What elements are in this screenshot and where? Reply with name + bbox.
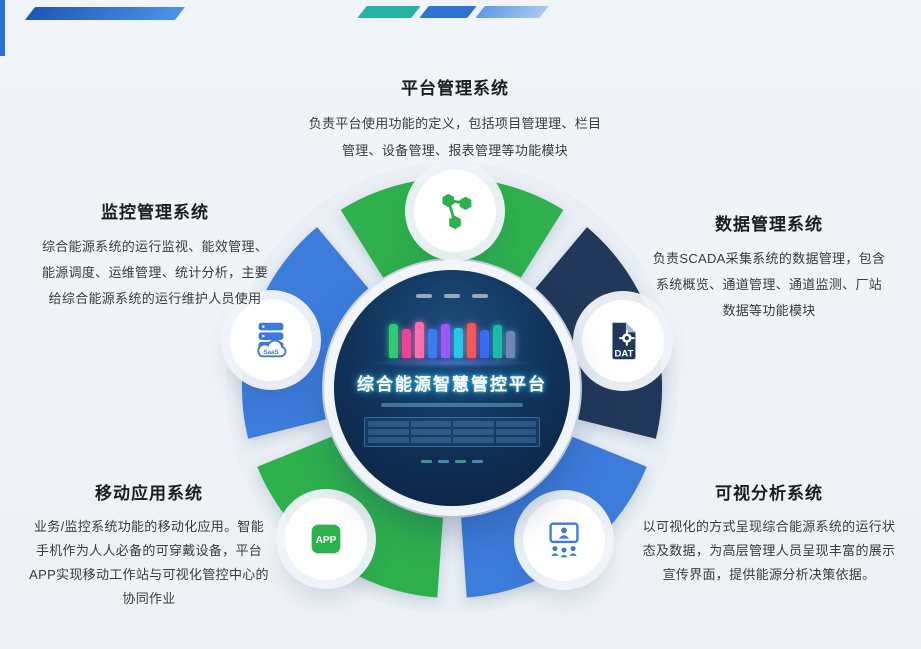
platform-title: 综合能源智慧管控平台 [357, 375, 547, 394]
system-description-monitor: 综合能源系统的运行监视、能效管理、能源调度、运维管理、统计分析，主要给综合能源系… [41, 239, 269, 306]
dashboard-bar [428, 329, 437, 358]
system-description-visual: 以可视化的方式呈现综合能源系统的运行状态及数据，为高层管理人员呈现丰富的展示宣传… [642, 519, 896, 582]
system-block-monitor: 监控管理系统 综合能源系统的运行监视、能效管理、能源调度、运维管理、统计分析，主… [36, 198, 274, 312]
dashboard-bars [334, 316, 570, 358]
system-title-platform: 平台管理系统 [401, 79, 509, 98]
left-edge-accent-bar [0, 0, 5, 56]
system-block-visual: 可视分析系统 以可视化的方式呈现综合能源系统的运行状态及数据，为高层管理人员呈现… [642, 479, 896, 587]
system-description-data: 负责SCADA采集系统的数据管理，包含系统概览、通道管理、通道监测、厂站数据等功… [652, 251, 886, 318]
mobile-icon-badge: APP [285, 498, 367, 580]
gear-icon [619, 330, 635, 346]
header-decor-bar-teal [357, 6, 421, 18]
saas-label: SaaS [263, 349, 278, 356]
saas-server-icon: SaaS [257, 322, 287, 358]
dashboard-bar [480, 330, 489, 358]
dat-label: DAT [614, 348, 633, 359]
header-decor-bar-light [475, 6, 549, 18]
dashboard-glow [370, 358, 534, 368]
system-block-mobile: 移动应用系统 业务/监控系统功能的移动化应用。智能手机作为人人必备的可穿戴设备，… [28, 479, 270, 611]
monitor-icon-badge: SaaS [230, 299, 312, 381]
system-block-data: 数据管理系统 负责SCADA采集系统的数据管理，包含系统概览、通道管理、通道监测… [650, 210, 888, 324]
dashboard-caption-line [381, 403, 523, 407]
dashboard-bar [506, 331, 515, 358]
dashboard-bar [454, 328, 463, 358]
system-description-platform: 负责平台使用功能的定义，包括项目管理理、栏目管理、设备管理、报表管理等功能模块 [308, 116, 602, 158]
dashboard-mini-table [364, 417, 540, 447]
visual-icon-badge [523, 499, 605, 581]
platform-icon-badge [414, 170, 496, 252]
dashboard-nav-marks [334, 294, 570, 298]
system-title-mobile: 移动应用系统 [95, 484, 203, 503]
app-icon: APP [311, 524, 341, 554]
system-description-mobile: 业务/监控系统功能的移动化应用。智能手机作为人人必备的可穿戴设备，平台APP实现… [29, 519, 269, 606]
dat-file-icon: DAT [612, 322, 636, 359]
dashboard-bar [402, 329, 411, 358]
system-title-monitor: 监控管理系统 [101, 203, 209, 222]
dashboard-bar [493, 325, 502, 358]
central-dashboard: 综合能源智慧管控平台 [334, 270, 570, 506]
dashboard-bar [389, 324, 398, 358]
system-title-visual: 可视分析系统 [715, 484, 823, 503]
presentation-icon [549, 522, 579, 558]
app-label: APP [316, 535, 337, 546]
cloud-icon [257, 339, 287, 358]
dashboard-bar [441, 324, 450, 358]
system-title-data: 数据管理系统 [715, 215, 823, 234]
data-icon-badge: DAT [582, 300, 664, 382]
dashboard-tick-row [334, 460, 570, 463]
system-block-platform: 平台管理系统 负责平台使用功能的定义，包括项目管理理、栏目管理、设备管理、报表管… [305, 74, 605, 164]
share-nodes-icon [442, 193, 472, 230]
dashboard-bar [415, 322, 424, 358]
header-decor-bar-blue [24, 7, 186, 20]
header-decor-bar-blue-small [419, 6, 477, 18]
dashboard-bar [467, 323, 476, 358]
